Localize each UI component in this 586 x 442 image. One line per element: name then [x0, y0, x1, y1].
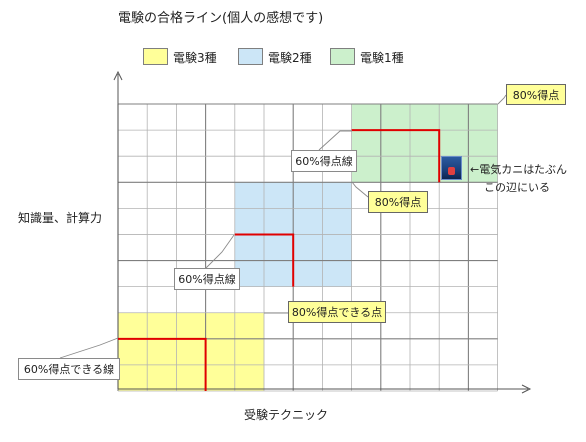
grade2-60-leader	[205, 234, 235, 269]
grade2-60-callout: 60%得点線	[174, 268, 240, 290]
grade3-80-label: 80%得点できる点	[288, 301, 386, 323]
grade1-80-leader	[497, 94, 507, 105]
crab-note-line2: この辺にいる	[484, 181, 550, 194]
legend-label-grade3: 電験3種	[173, 51, 217, 65]
grade1-60-leader	[318, 130, 352, 151]
denki-kani-image	[441, 156, 462, 180]
legend-swatch-grade3	[143, 48, 168, 65]
crab-note-line1: ←電気カニはたぶん	[470, 163, 567, 176]
grade2-80-leader	[351, 181, 369, 198]
grade2-60-line	[234, 233, 295, 287]
diagram-title: 電験の合格ライン(個人の感想です)	[118, 11, 324, 26]
grade1-60-callout: 60%得点線	[291, 150, 357, 172]
y-axis-arrow	[113, 70, 123, 81]
grade3-region	[118, 312, 264, 391]
legend-swatch-grade2	[238, 48, 263, 65]
legend-label-grade1: 電験1種	[360, 51, 404, 65]
x-axis-label: 受験テクニック	[244, 408, 329, 422]
grade3-60-callout: 60%得点できる線	[18, 358, 120, 380]
grade3-60-line	[118, 337, 207, 391]
legend-label-grade2: 電験2種	[268, 51, 312, 65]
grade1-60-line	[351, 129, 441, 183]
x-axis-arrow	[521, 384, 532, 394]
grade1-region	[351, 104, 498, 183]
legend-swatch-grade1	[330, 48, 355, 65]
grade2-80-label: 80%得点	[368, 191, 428, 213]
grade3-60-leader	[59, 337, 119, 359]
y-axis-label: 知識量、計算力	[18, 211, 103, 225]
grade1-80-label: 80%得点	[506, 84, 566, 105]
